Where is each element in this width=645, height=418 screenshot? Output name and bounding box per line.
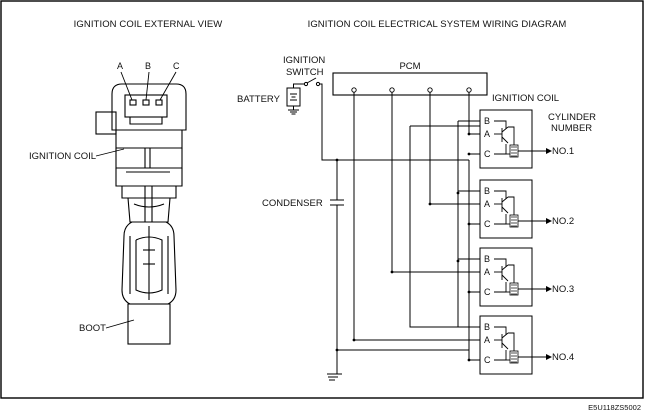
coil-internal-c-no4 (494, 350, 507, 361)
coil-terminal-c-no2: C (484, 219, 491, 229)
transistor-collector-no2 (501, 196, 509, 203)
cylinder-label-no4: NO.4 (552, 352, 574, 363)
pcm-box (332, 72, 488, 96)
pcm-output-no1 (466, 87, 472, 93)
ignition-switch-label-2: SWITCH (286, 67, 324, 78)
output-arrow-no3 (546, 286, 552, 292)
coil-internal-b-no2 (494, 190, 507, 199)
transistor-emitter-no3 (501, 274, 509, 282)
coil-primary-no4 (508, 332, 515, 351)
figure-code: E5U118ZS5002 (588, 403, 641, 412)
wiring-static (286, 77, 469, 381)
ground-junction (335, 348, 339, 352)
coil-terminal-c-no3: C (484, 287, 491, 297)
transistor-collector-no1 (501, 126, 509, 133)
pcm-drive-no2 (429, 92, 480, 205)
coil-internal-b-no4 (494, 326, 507, 335)
cylinder-label-no1: NO.1 (552, 146, 574, 157)
pcm-output-no4 (351, 87, 357, 93)
output-arrow-no2 (546, 218, 552, 224)
coil-terminal-a-no3: A (484, 267, 490, 277)
ignition-switch-label-1: IGNITION (283, 55, 325, 66)
coil-internal-c-no3 (494, 282, 507, 293)
coil-internal-b-no3 (494, 258, 507, 267)
transistor-emitter-no1 (501, 136, 509, 144)
condenser-junction (335, 158, 339, 162)
coil-terminal-a-no2: A (484, 199, 490, 209)
external-view-title: IGNITION COIL EXTERNAL VIEW (74, 19, 223, 30)
cylinder-number-label-1: CYLINDER (548, 112, 596, 123)
boot-callout: BOOT (79, 323, 106, 334)
coil-box-no3 (479, 247, 533, 307)
cylinder-number-label-2: NUMBER (551, 123, 592, 134)
coil-external-drawing (95, 83, 187, 345)
output-arrow-no1 (546, 148, 552, 154)
coil-terminal-b-no1: B (484, 116, 490, 126)
c-junction-no1 (467, 152, 471, 156)
battery-label: BATTERY (237, 94, 281, 105)
pin-label-c: C (173, 61, 180, 71)
coil-terminal-c-no1: C (484, 149, 491, 159)
coil-box-no2 (479, 179, 533, 239)
coil-internal-c-no1 (494, 144, 507, 155)
b-junction-no2 (456, 191, 460, 195)
coil-terminal-b-no2: B (484, 186, 490, 196)
transistor-emitter-no2 (501, 206, 509, 214)
pcm-output-no3 (389, 87, 395, 93)
coil-internal-c-no2 (494, 214, 507, 225)
coil-box-no4 (479, 315, 533, 375)
coil-primary-no3 (508, 264, 515, 283)
ignition-coil-diagram-label: IGNITION COIL (492, 93, 559, 104)
pcm-label: PCM (399, 61, 420, 72)
drive-junction-no4 (352, 338, 356, 342)
condenser-label: CONDENSER (262, 198, 323, 209)
transistor-emitter-no4 (501, 342, 509, 350)
coil-terminal-b-no3: B (484, 254, 490, 264)
figure-border (0, 0, 644, 399)
drive-junction-no1 (467, 132, 471, 136)
transistor-collector-no3 (501, 264, 509, 271)
pcm-drive-no1 (468, 92, 480, 135)
output-arrow-no4 (546, 354, 552, 360)
b-junction-no3 (456, 259, 460, 263)
drive-junction-no2 (428, 202, 432, 206)
boot-leader (105, 319, 135, 329)
drive-junction-no3 (390, 270, 394, 274)
pin-label-a: A (117, 61, 123, 71)
pin-leaders (120, 71, 177, 101)
b-return-wire (409, 126, 458, 328)
cylinder-label-no3: NO.3 (552, 284, 574, 295)
coil-terminal-c-no4: C (484, 355, 491, 365)
coil-primary-no2 (508, 196, 515, 215)
ignition-coil-callout: IGNITION COIL (29, 151, 96, 162)
pin-label-b: B (145, 61, 151, 71)
cylinder-label-no2: NO.2 (552, 216, 574, 227)
coil-terminal-b-no4: B (484, 322, 490, 332)
pcm-drive-no3 (391, 92, 480, 273)
coil-terminal-a-no4: A (484, 335, 490, 345)
ignition-coil-leader (95, 148, 125, 157)
coil-box-no1 (479, 109, 533, 169)
coil-internal-b-no1 (494, 120, 507, 129)
pcm-output-no2 (427, 87, 433, 93)
coil-terminal-a-no1: A (484, 129, 490, 139)
pcm-drive-no4 (353, 92, 480, 341)
transistor-collector-no4 (501, 332, 509, 339)
coil-primary-no1 (508, 126, 515, 145)
wiring-diagram-title: IGNITION COIL ELECTRICAL SYSTEM WIRING D… (308, 19, 567, 30)
